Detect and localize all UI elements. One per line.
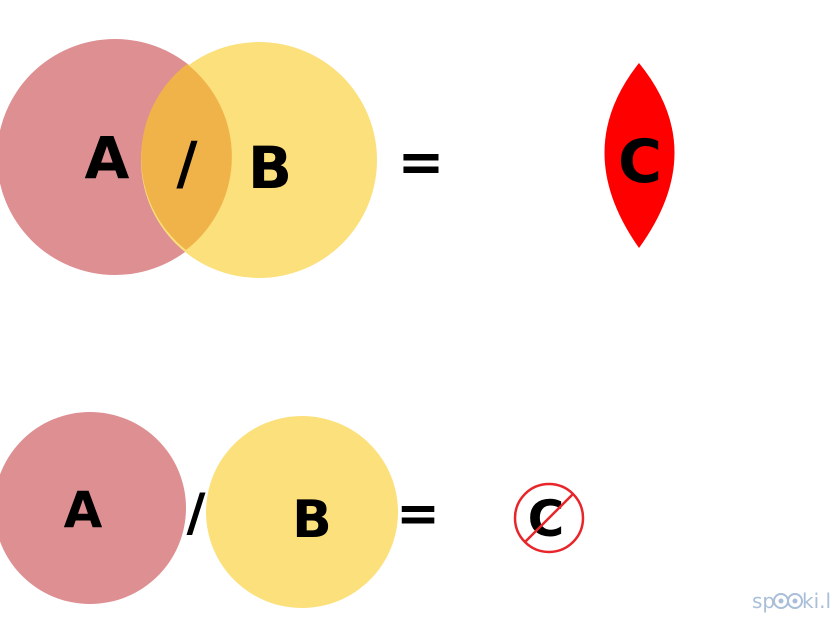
watermark-suffix: ki.lv (802, 589, 830, 613)
spoki-watermark: sp ki.lv (752, 589, 830, 613)
top-result-label-c: C (618, 127, 662, 197)
bottom-result-label-c: C (528, 490, 565, 548)
top-equals-sign: = (398, 130, 445, 195)
top-label-b: B (248, 134, 292, 202)
bottom-circle-a (0, 412, 186, 604)
top-result-lens-shape (604, 63, 675, 248)
watermark-prefix: sp (752, 589, 775, 613)
bottom-equation: A / B = C (0, 412, 585, 608)
bottom-label-b: B (292, 490, 332, 550)
top-equation: A / B = C (0, 39, 675, 278)
bottom-operator-slash: / (187, 483, 206, 543)
prohibition-icon (513, 482, 585, 554)
top-intersection-region (141, 64, 232, 250)
bottom-circle-b (206, 416, 398, 608)
top-label-a: A (85, 124, 130, 192)
bottom-label-a: A (64, 481, 103, 539)
bottom-equals-sign: = (396, 484, 440, 544)
watermark-eyes-icon (773, 593, 803, 609)
top-operator-slash: / (176, 129, 198, 197)
